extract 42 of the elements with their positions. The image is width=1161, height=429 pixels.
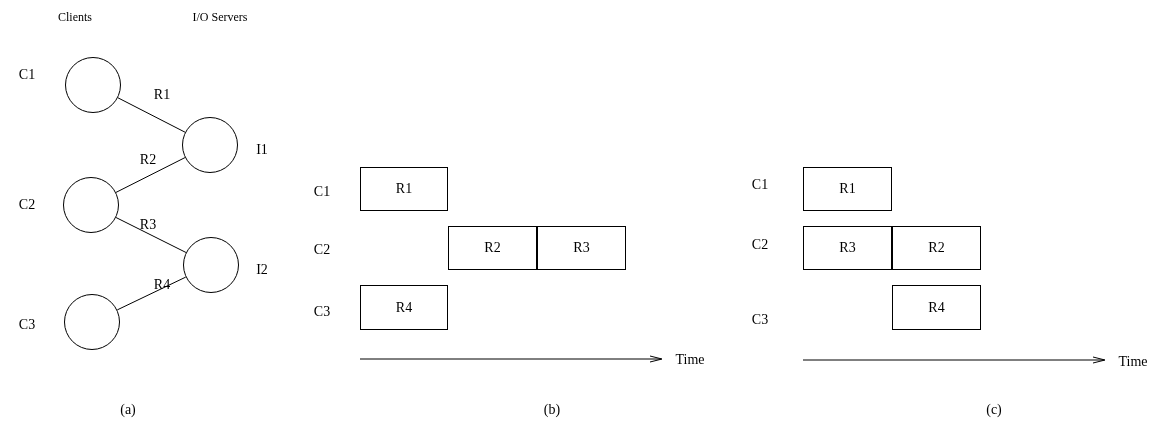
edge-label: R1 (153, 88, 171, 102)
row-label: C3 (751, 313, 769, 327)
edge-label: R2 (139, 153, 157, 167)
panel-caption: (a) (120, 403, 136, 417)
node-label: C1 (18, 68, 36, 82)
edge-label: R4 (153, 278, 171, 292)
request-box (892, 285, 981, 330)
request-label: R2 (484, 240, 501, 256)
request-label: R1 (395, 181, 413, 197)
row-label: C3 (313, 305, 331, 319)
panel-caption: (c) (986, 403, 1002, 417)
connector-line (115, 217, 187, 253)
request-label: R3 (839, 240, 856, 256)
request-box (360, 167, 448, 211)
request-box (360, 285, 448, 330)
request-label: R1 (839, 181, 856, 197)
row-label: C2 (313, 243, 331, 257)
node-label: I1 (256, 143, 268, 157)
row-label: C2 (751, 238, 769, 252)
node-label: C2 (18, 198, 36, 212)
column-header: Clients (58, 11, 92, 23)
panel-caption: (b) (543, 403, 561, 417)
request-label: R3 (573, 240, 590, 256)
connector-line (117, 97, 186, 133)
axis-label: Time (675, 353, 705, 367)
request-box (803, 167, 892, 211)
connector-line (115, 157, 186, 193)
node-label: C3 (18, 318, 36, 332)
request-label: R4 (928, 299, 945, 316)
request-box (892, 226, 981, 270)
column-header: I/O Servers (192, 11, 248, 23)
request-label: R2 (928, 240, 945, 256)
edge-label: R3 (139, 218, 157, 232)
request-box (537, 226, 626, 270)
connector-line (116, 276, 187, 311)
axis-label: Time (1118, 355, 1148, 369)
row-label: C1 (313, 185, 331, 199)
node-label: I2 (256, 263, 268, 277)
row-label: C1 (751, 178, 769, 192)
request-box (803, 226, 892, 270)
request-box (448, 226, 537, 270)
request-label: R4 (395, 299, 413, 316)
